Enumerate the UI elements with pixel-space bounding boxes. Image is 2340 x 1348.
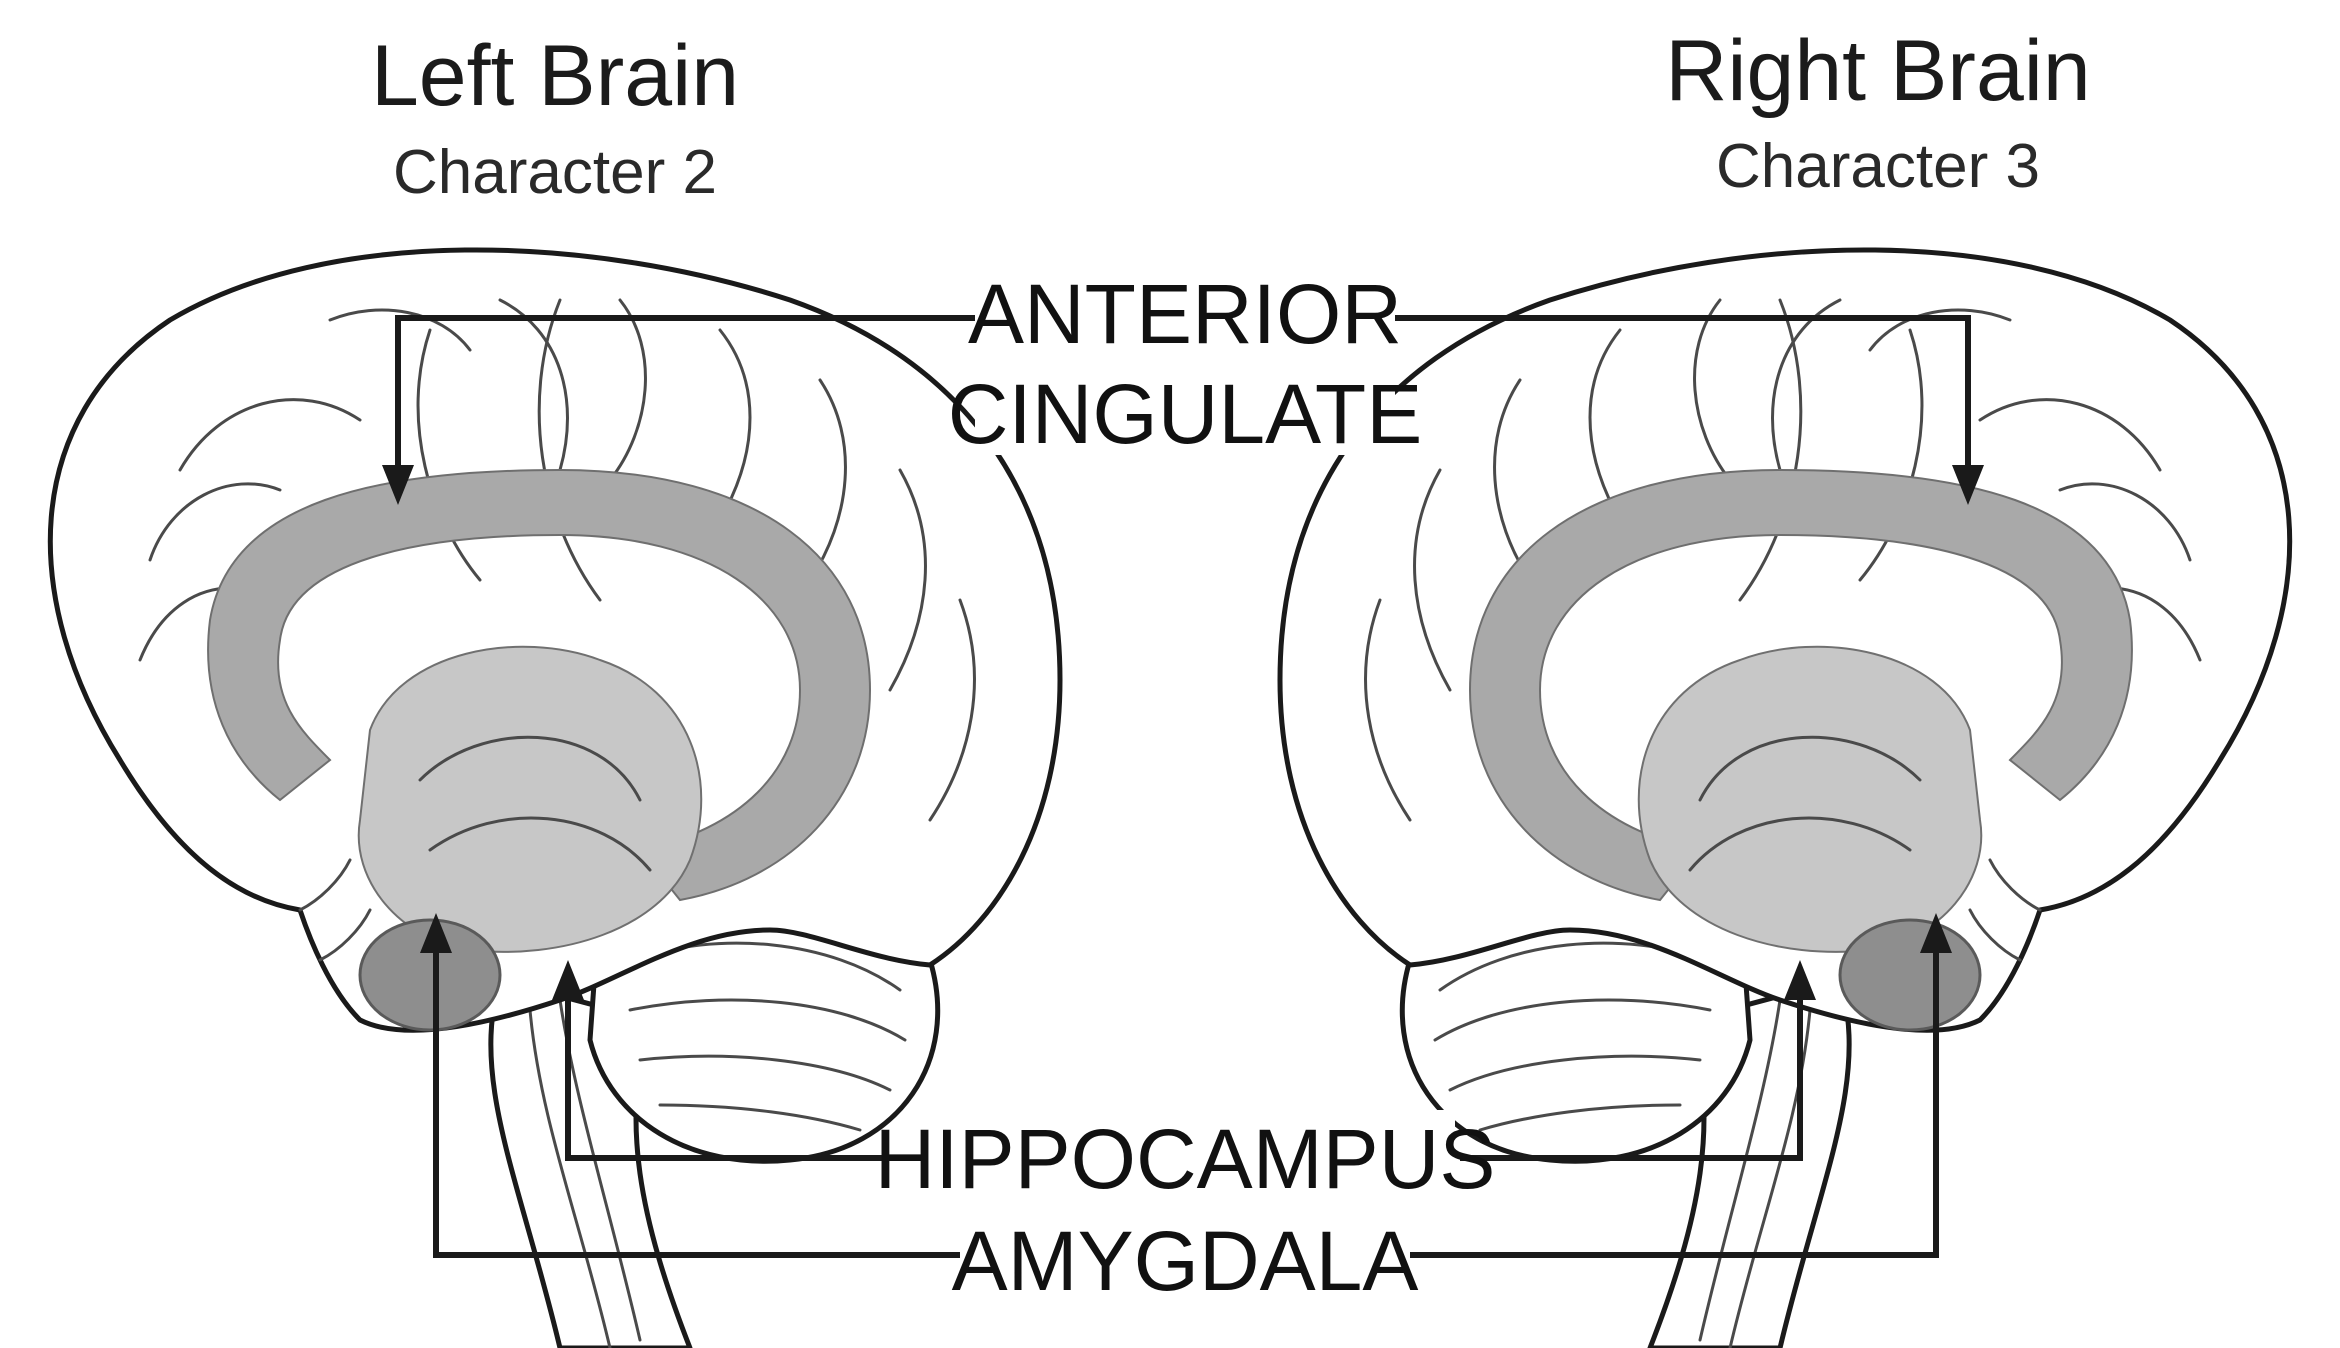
left-hippocampus [359, 647, 702, 952]
right-amygdala [1840, 920, 1980, 1030]
anterior-cingulate-label-line1: ANTERIOR [968, 267, 1402, 361]
right-brain-subtitle: Character 3 [1716, 132, 2040, 201]
right-brain-title: Right Brain [1665, 23, 2090, 119]
amygdala-label: AMYGDALA [952, 1214, 1419, 1308]
left-brain-subtitle: Character 2 [393, 138, 717, 207]
right-hippocampus [1639, 647, 1982, 952]
hippocampus-label: HIPPOCAMPUS [875, 1112, 1496, 1206]
anterior-cingulate-label-line2: CINGULATE [948, 367, 1423, 461]
left-brain-title: Left Brain [371, 28, 739, 124]
